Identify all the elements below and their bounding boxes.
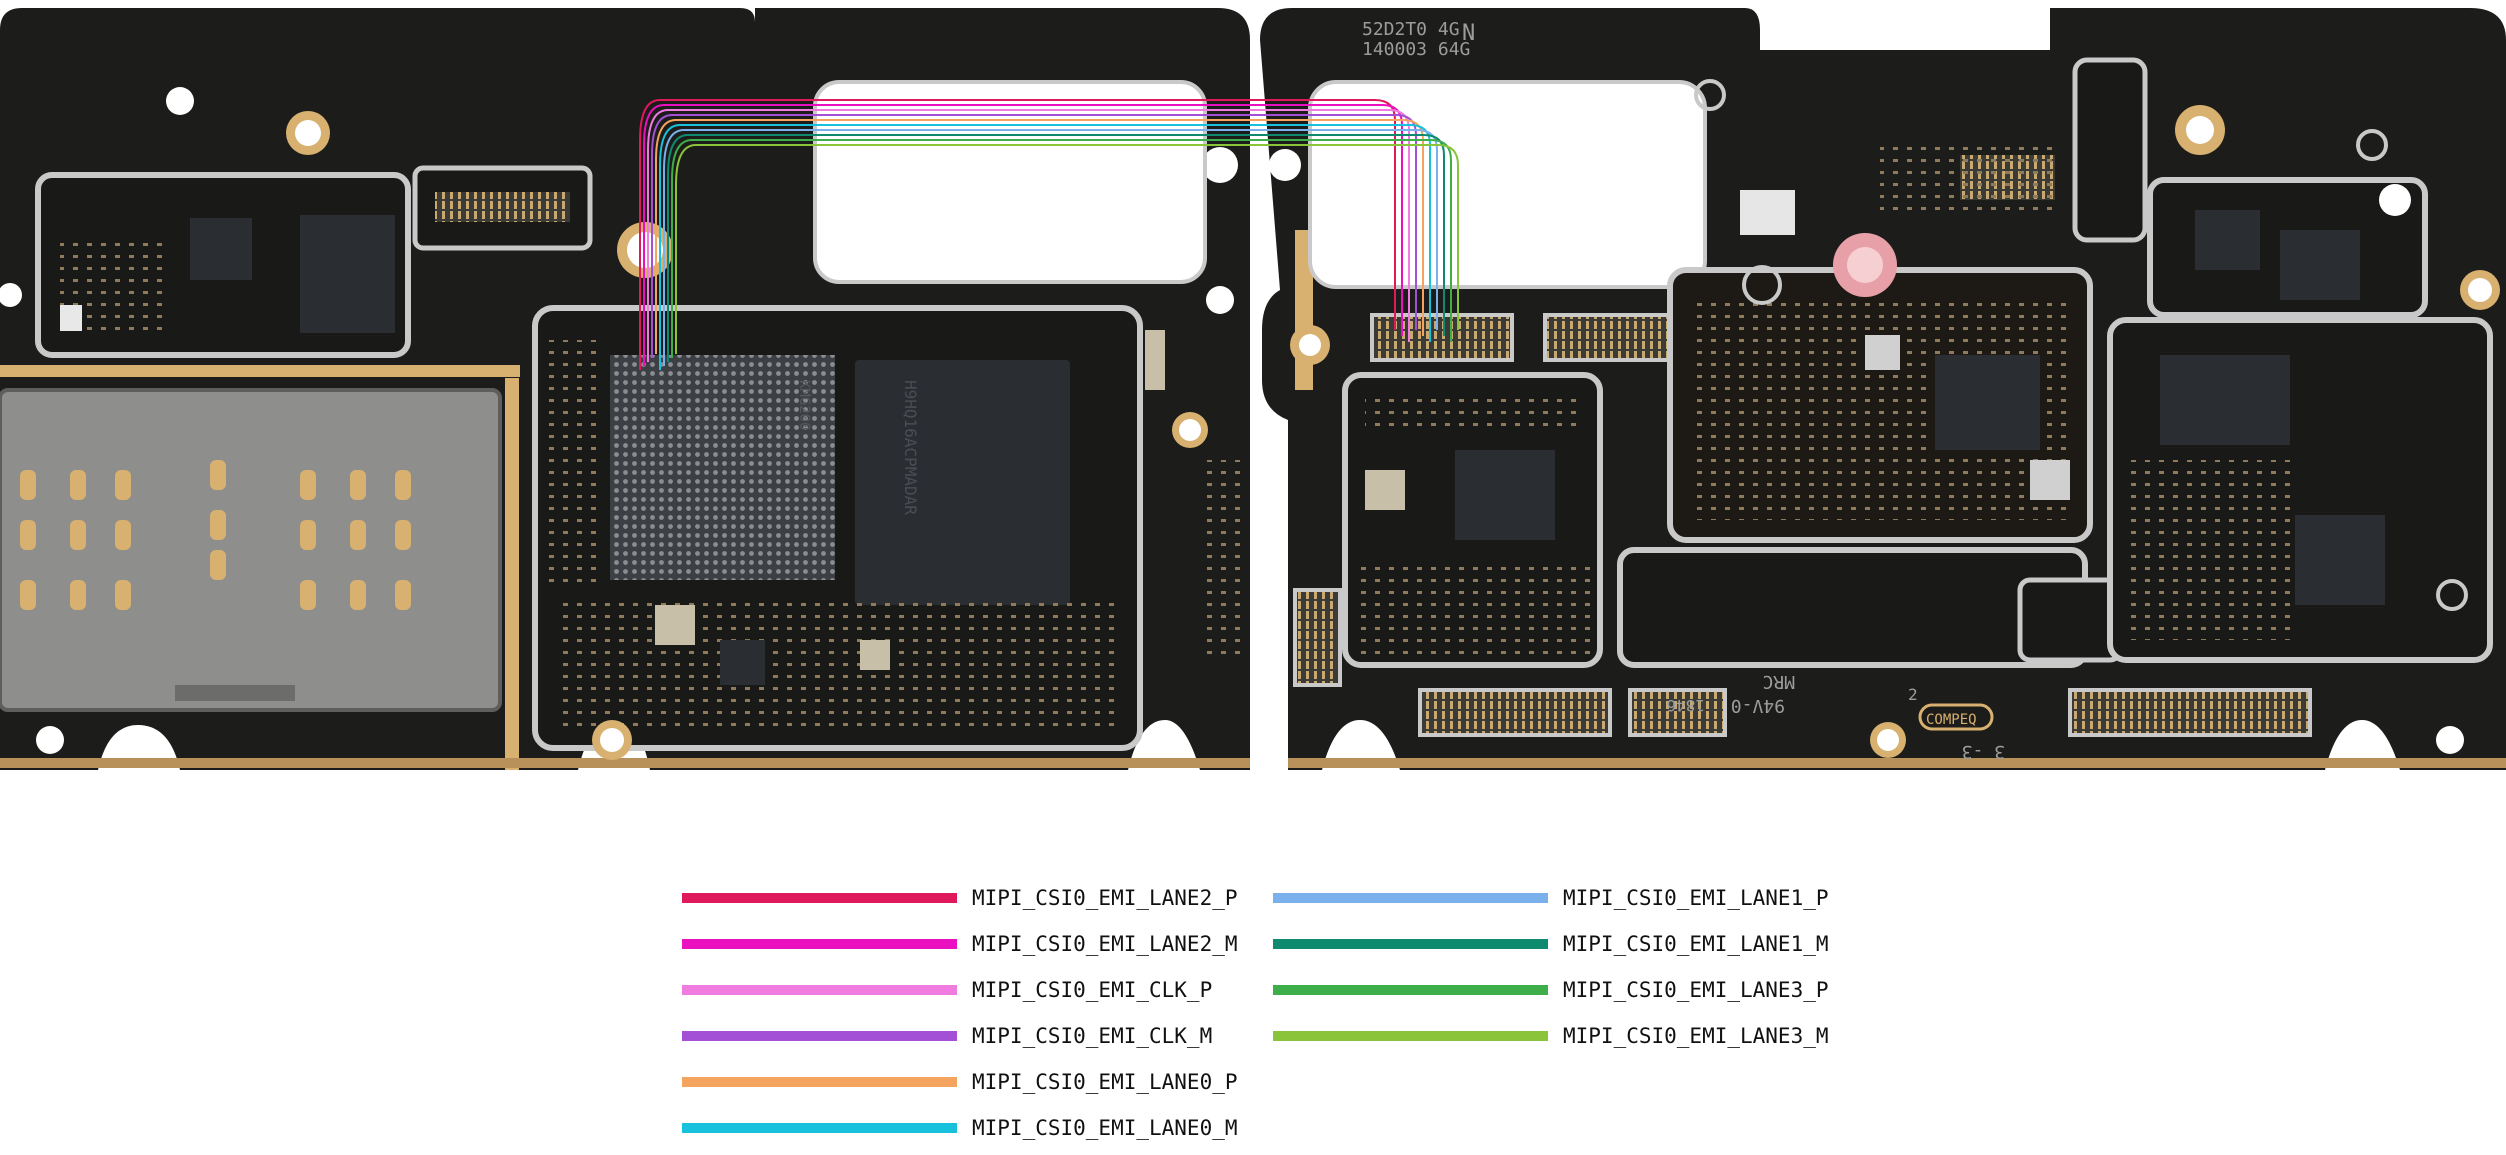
signal-trace bbox=[667, 134, 1445, 362]
pcb-diagram: H9HQ16ACPMADAR KMG200 bbox=[0, 8, 2506, 770]
chip bbox=[2295, 515, 2385, 605]
signal-trace bbox=[639, 99, 1396, 370]
legend-swatch bbox=[682, 1031, 957, 1041]
antenna-pad bbox=[1694, 79, 1726, 111]
bottom-connector bbox=[2068, 688, 2312, 737]
chip bbox=[1935, 355, 2040, 450]
board-connector bbox=[1543, 313, 1672, 362]
side-connector bbox=[1293, 588, 1342, 687]
gold-strip bbox=[0, 365, 520, 377]
board-marking: MRC bbox=[1762, 671, 1795, 692]
sim-latch bbox=[175, 685, 295, 701]
bottom-connector bbox=[1418, 688, 1612, 737]
board-cutout bbox=[813, 80, 1207, 284]
gold-edge bbox=[0, 758, 1250, 768]
legend-swatch bbox=[1273, 985, 1548, 995]
signal-trace bbox=[647, 109, 1410, 362]
legend-label: MIPI_CSI0_EMI_LANE3_M bbox=[1563, 1024, 1829, 1048]
board-marking: 2 bbox=[1908, 685, 1918, 704]
antenna-pad bbox=[2436, 579, 2468, 611]
component-field bbox=[2130, 460, 2290, 640]
shield-can bbox=[2017, 577, 2123, 663]
qr-code bbox=[1740, 190, 1795, 235]
mounting-holes bbox=[1269, 105, 2500, 758]
legend-swatch bbox=[682, 893, 957, 903]
board-marking: 1846 bbox=[1666, 696, 1705, 715]
legend-label: MIPI_CSI0_EMI_CLK_P bbox=[972, 978, 1213, 1002]
left-board: H9HQ16ACPMADAR KMG200 bbox=[0, 8, 1250, 770]
legend-swatch bbox=[682, 1123, 957, 1133]
chip bbox=[2160, 355, 2290, 445]
board-cutout bbox=[1308, 80, 1707, 289]
component-field bbox=[560, 600, 1120, 730]
component bbox=[860, 640, 890, 670]
compeq-badge bbox=[1918, 703, 1994, 731]
sim-contacts bbox=[20, 460, 411, 610]
legend-swatch bbox=[682, 939, 957, 949]
component-field bbox=[545, 340, 600, 590]
signal-traces bbox=[639, 99, 1459, 370]
board-marking: 3 -3 bbox=[1962, 741, 2005, 762]
gold-edge bbox=[1288, 758, 2506, 768]
board-marking: COMPEQ bbox=[1926, 712, 1977, 728]
chip bbox=[720, 640, 765, 685]
memory-chip bbox=[855, 360, 1070, 605]
signal-trace bbox=[675, 144, 1459, 354]
legend-swatch bbox=[1273, 939, 1548, 949]
board-marking: 94V-0 bbox=[1731, 695, 1785, 716]
component bbox=[2030, 460, 2070, 500]
legend-label: MIPI_CSI0_EMI_LANE3_P bbox=[1563, 978, 1829, 1002]
component-field bbox=[1880, 140, 2060, 210]
signal-trace bbox=[659, 124, 1431, 370]
component-field bbox=[1200, 460, 1240, 660]
legend-label: MIPI_CSI0_EMI_LANE1_M bbox=[1563, 932, 1829, 956]
antenna-pad bbox=[1742, 265, 1782, 305]
legend-swatch bbox=[1273, 1031, 1548, 1041]
signal-trace bbox=[643, 104, 1403, 366]
silkscreen: 52D2T0 4G 140003 64G N 94V-0 MRC 1846 3 … bbox=[1362, 19, 2005, 762]
legend-label: MIPI_CSI0_EMI_LANE2_M bbox=[972, 932, 1238, 956]
legend-label: MIPI_CSI0_EMI_CLK_M bbox=[972, 1024, 1213, 1048]
component-field bbox=[1360, 560, 1590, 655]
chip bbox=[190, 218, 252, 280]
chip bbox=[2280, 230, 2360, 300]
chip bbox=[300, 215, 395, 333]
component bbox=[1145, 330, 1165, 390]
right-board: 52D2T0 4G 140003 64G N 94V-0 MRC 1846 3 … bbox=[1260, 8, 2506, 770]
board-connector bbox=[435, 192, 570, 222]
component bbox=[655, 605, 695, 645]
memory-marking: H9HQ16ACPMADAR bbox=[901, 380, 920, 515]
signal-trace bbox=[671, 139, 1452, 358]
gold-strip bbox=[505, 378, 519, 770]
component-field bbox=[1365, 395, 1585, 435]
bottom-connector bbox=[1628, 688, 1727, 737]
component bbox=[60, 305, 82, 331]
legend-swatch bbox=[682, 985, 957, 995]
antenna-pad bbox=[2356, 129, 2388, 161]
component bbox=[1365, 470, 1405, 510]
board-marking: N bbox=[1462, 21, 1475, 46]
chip bbox=[2195, 210, 2260, 270]
component bbox=[1865, 335, 1900, 370]
legend-label: MIPI_CSI0_EMI_LANE0_M bbox=[972, 1116, 1238, 1140]
signal-trace bbox=[663, 129, 1438, 366]
board-marking: 52D2T0 4G bbox=[1362, 19, 1460, 40]
chip bbox=[1455, 450, 1555, 540]
signal-trace bbox=[651, 114, 1417, 358]
camera-connector bbox=[1370, 313, 1514, 362]
shield-can bbox=[1617, 547, 2088, 668]
legend-label: MIPI_CSI0_EMI_LANE0_P bbox=[972, 1070, 1238, 1094]
memory-marking: KMG200 bbox=[796, 380, 812, 431]
signal-trace bbox=[655, 119, 1424, 354]
sim-tray bbox=[0, 388, 502, 712]
legend-swatch bbox=[1273, 893, 1548, 903]
board-marking: 140003 64G bbox=[1362, 39, 1470, 60]
shield-can bbox=[2072, 57, 2148, 243]
legend-label: MIPI_CSI0_EMI_LANE1_P bbox=[1563, 886, 1829, 910]
legend-swatch bbox=[682, 1077, 957, 1087]
legend-label: MIPI_CSI0_EMI_LANE2_P bbox=[972, 886, 1238, 910]
soc-bga bbox=[610, 355, 835, 580]
